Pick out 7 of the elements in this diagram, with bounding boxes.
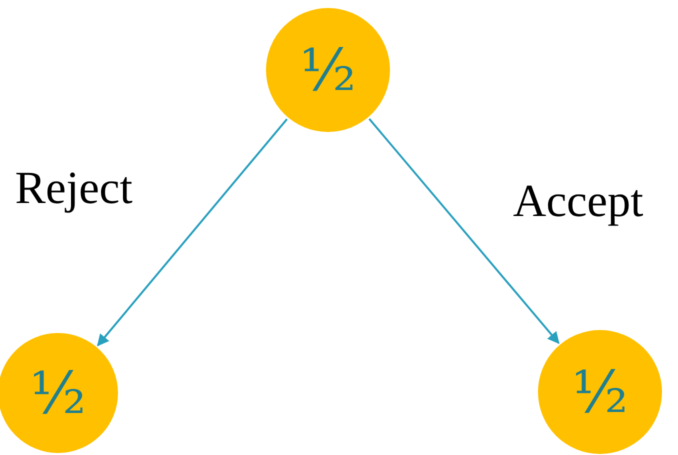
fraction-text: ½ <box>300 41 356 99</box>
fraction-text: ½ <box>572 363 628 421</box>
edge-label: Accept <box>513 178 644 224</box>
arrow <box>368 118 560 344</box>
arrow <box>97 118 288 346</box>
edge-label: Reject <box>15 165 132 211</box>
fraction-text: ½ <box>30 364 86 422</box>
